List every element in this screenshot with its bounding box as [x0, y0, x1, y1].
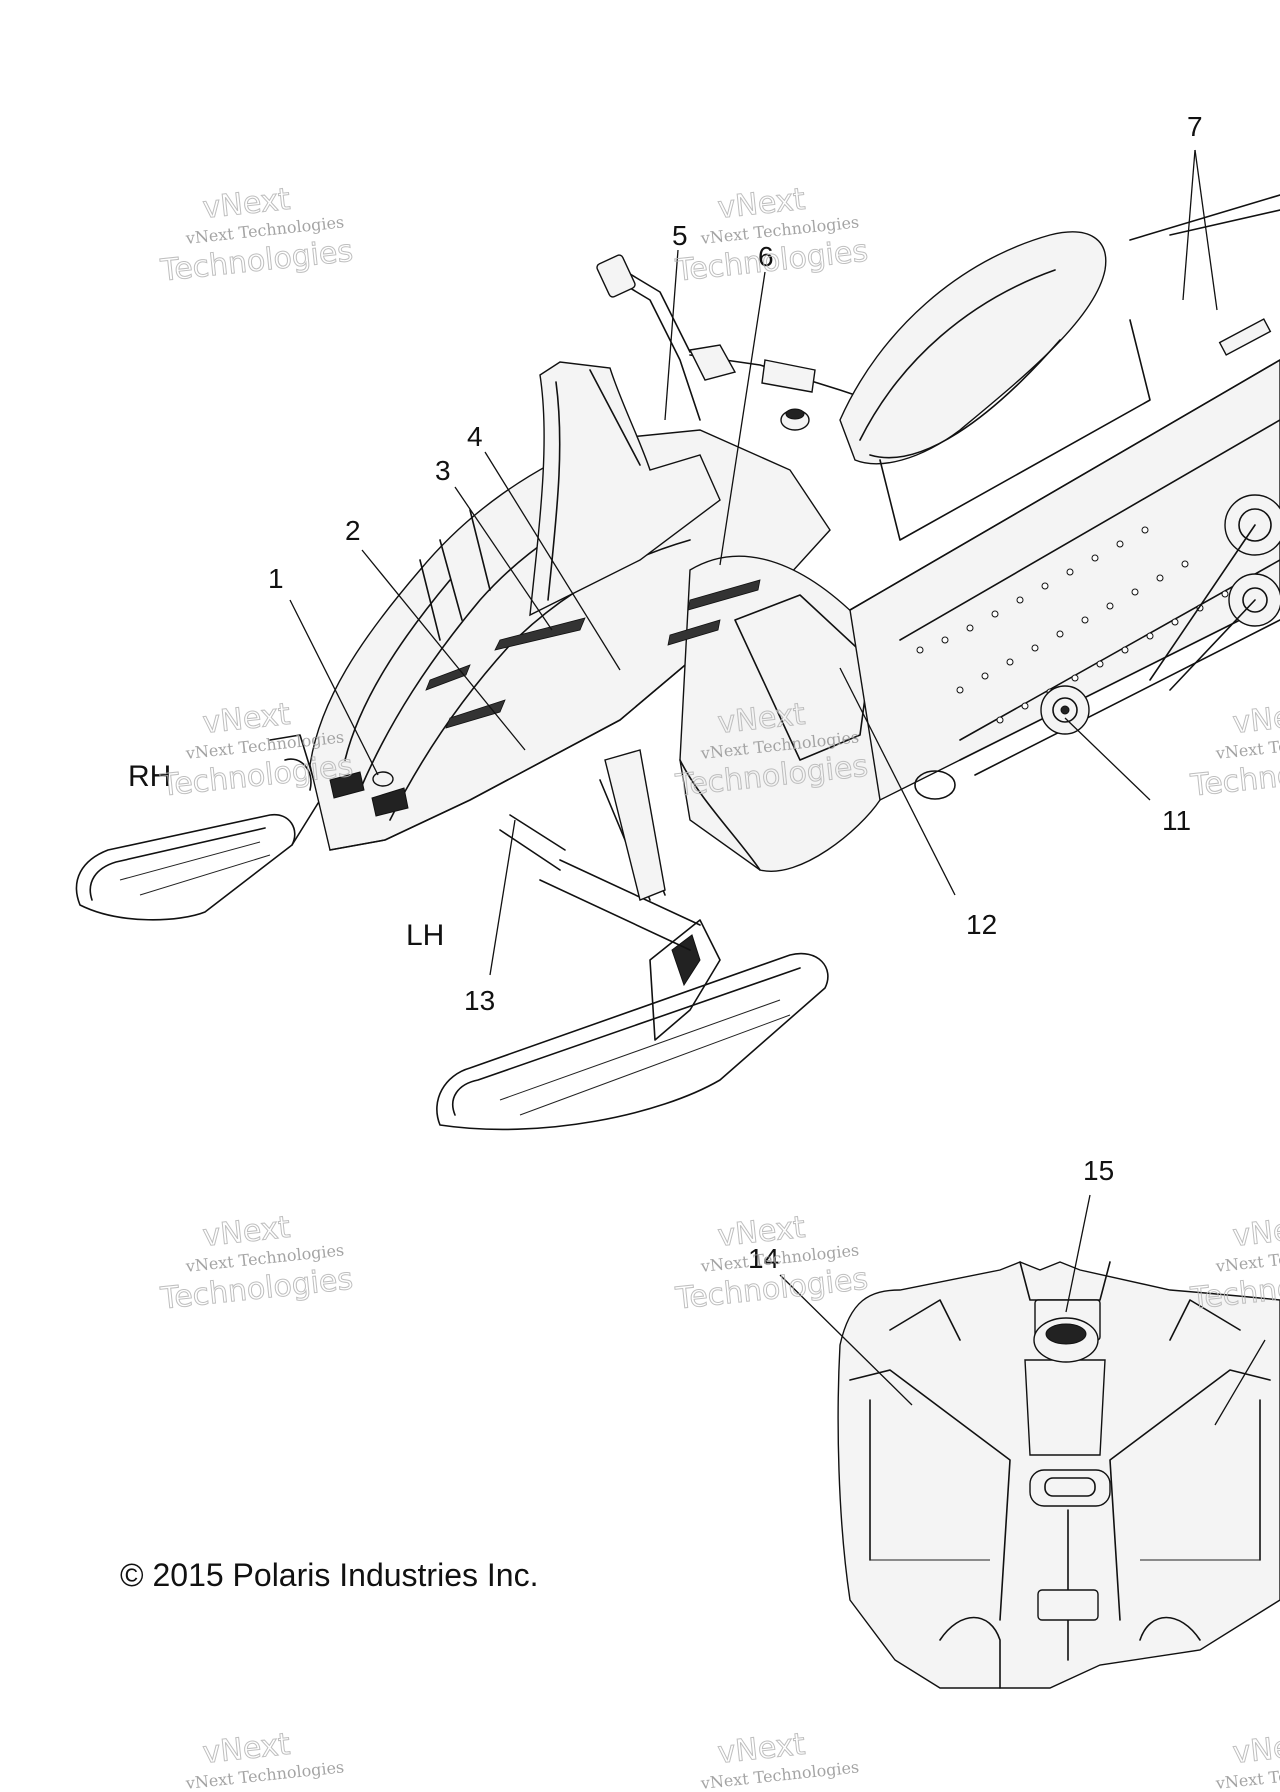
callout-6: 6: [758, 241, 774, 272]
svg-text:vNext: vNext: [1231, 1210, 1280, 1254]
leader-lines: [289, 149, 1266, 1426]
tunnel-holes: [916, 526, 1229, 724]
watermark: vNext vNext Technologies Technologies: [1188, 696, 1280, 804]
copyright-notice: © 2015 Polaris Industries Inc.: [120, 1557, 538, 1593]
watermark: vNext vNext Technologies: [699, 1726, 860, 1792]
watermark: vNext vNext Technologies Technologies: [158, 1209, 355, 1317]
seat: [839, 231, 1107, 465]
left-ski: [436, 919, 829, 1131]
svg-text:vNext: vNext: [1231, 1727, 1280, 1771]
callout-2: 2: [345, 515, 361, 546]
front-suspension: [499, 749, 701, 951]
snowmobile-drawing: [75, 194, 1280, 1131]
windshield: [529, 361, 721, 617]
callout-labels: 1 2 3 4 5 6 7 11 12 13 14 15: [268, 111, 1203, 1274]
callout-3: 3: [435, 455, 451, 486]
callout-5: 5: [672, 220, 688, 251]
watermark: vNext vNext Technologies Technologies: [673, 181, 870, 289]
rear-suspension: [914, 494, 1280, 800]
watermark: vNext vNext Technologies Technologies: [673, 1209, 870, 1317]
callout-11: 11: [1162, 805, 1191, 836]
watermark: vNext vNext Technologies Technologies: [1188, 1209, 1280, 1317]
watermark: vNext vNext Technologies Technologies: [158, 181, 355, 289]
side-panel: [667, 555, 903, 872]
callout-1: 1: [268, 563, 284, 594]
watermark: vNext vNext Technologies: [1214, 1726, 1280, 1792]
callout-15: 15: [1083, 1155, 1114, 1186]
watermark: vNext vNext Technologies: [184, 1726, 345, 1792]
rh-label: RH: [128, 760, 171, 793]
callout-4: 4: [467, 421, 483, 452]
callout-12: 12: [966, 909, 997, 940]
svg-text:vNext: vNext: [1231, 697, 1280, 741]
hood-top-view: [837, 1261, 1280, 1689]
callout-14: 14: [748, 1243, 779, 1274]
lh-label: LH: [406, 919, 444, 952]
callout-7: 7: [1187, 111, 1203, 142]
callout-13: 13: [464, 985, 495, 1016]
hood: [309, 429, 831, 851]
